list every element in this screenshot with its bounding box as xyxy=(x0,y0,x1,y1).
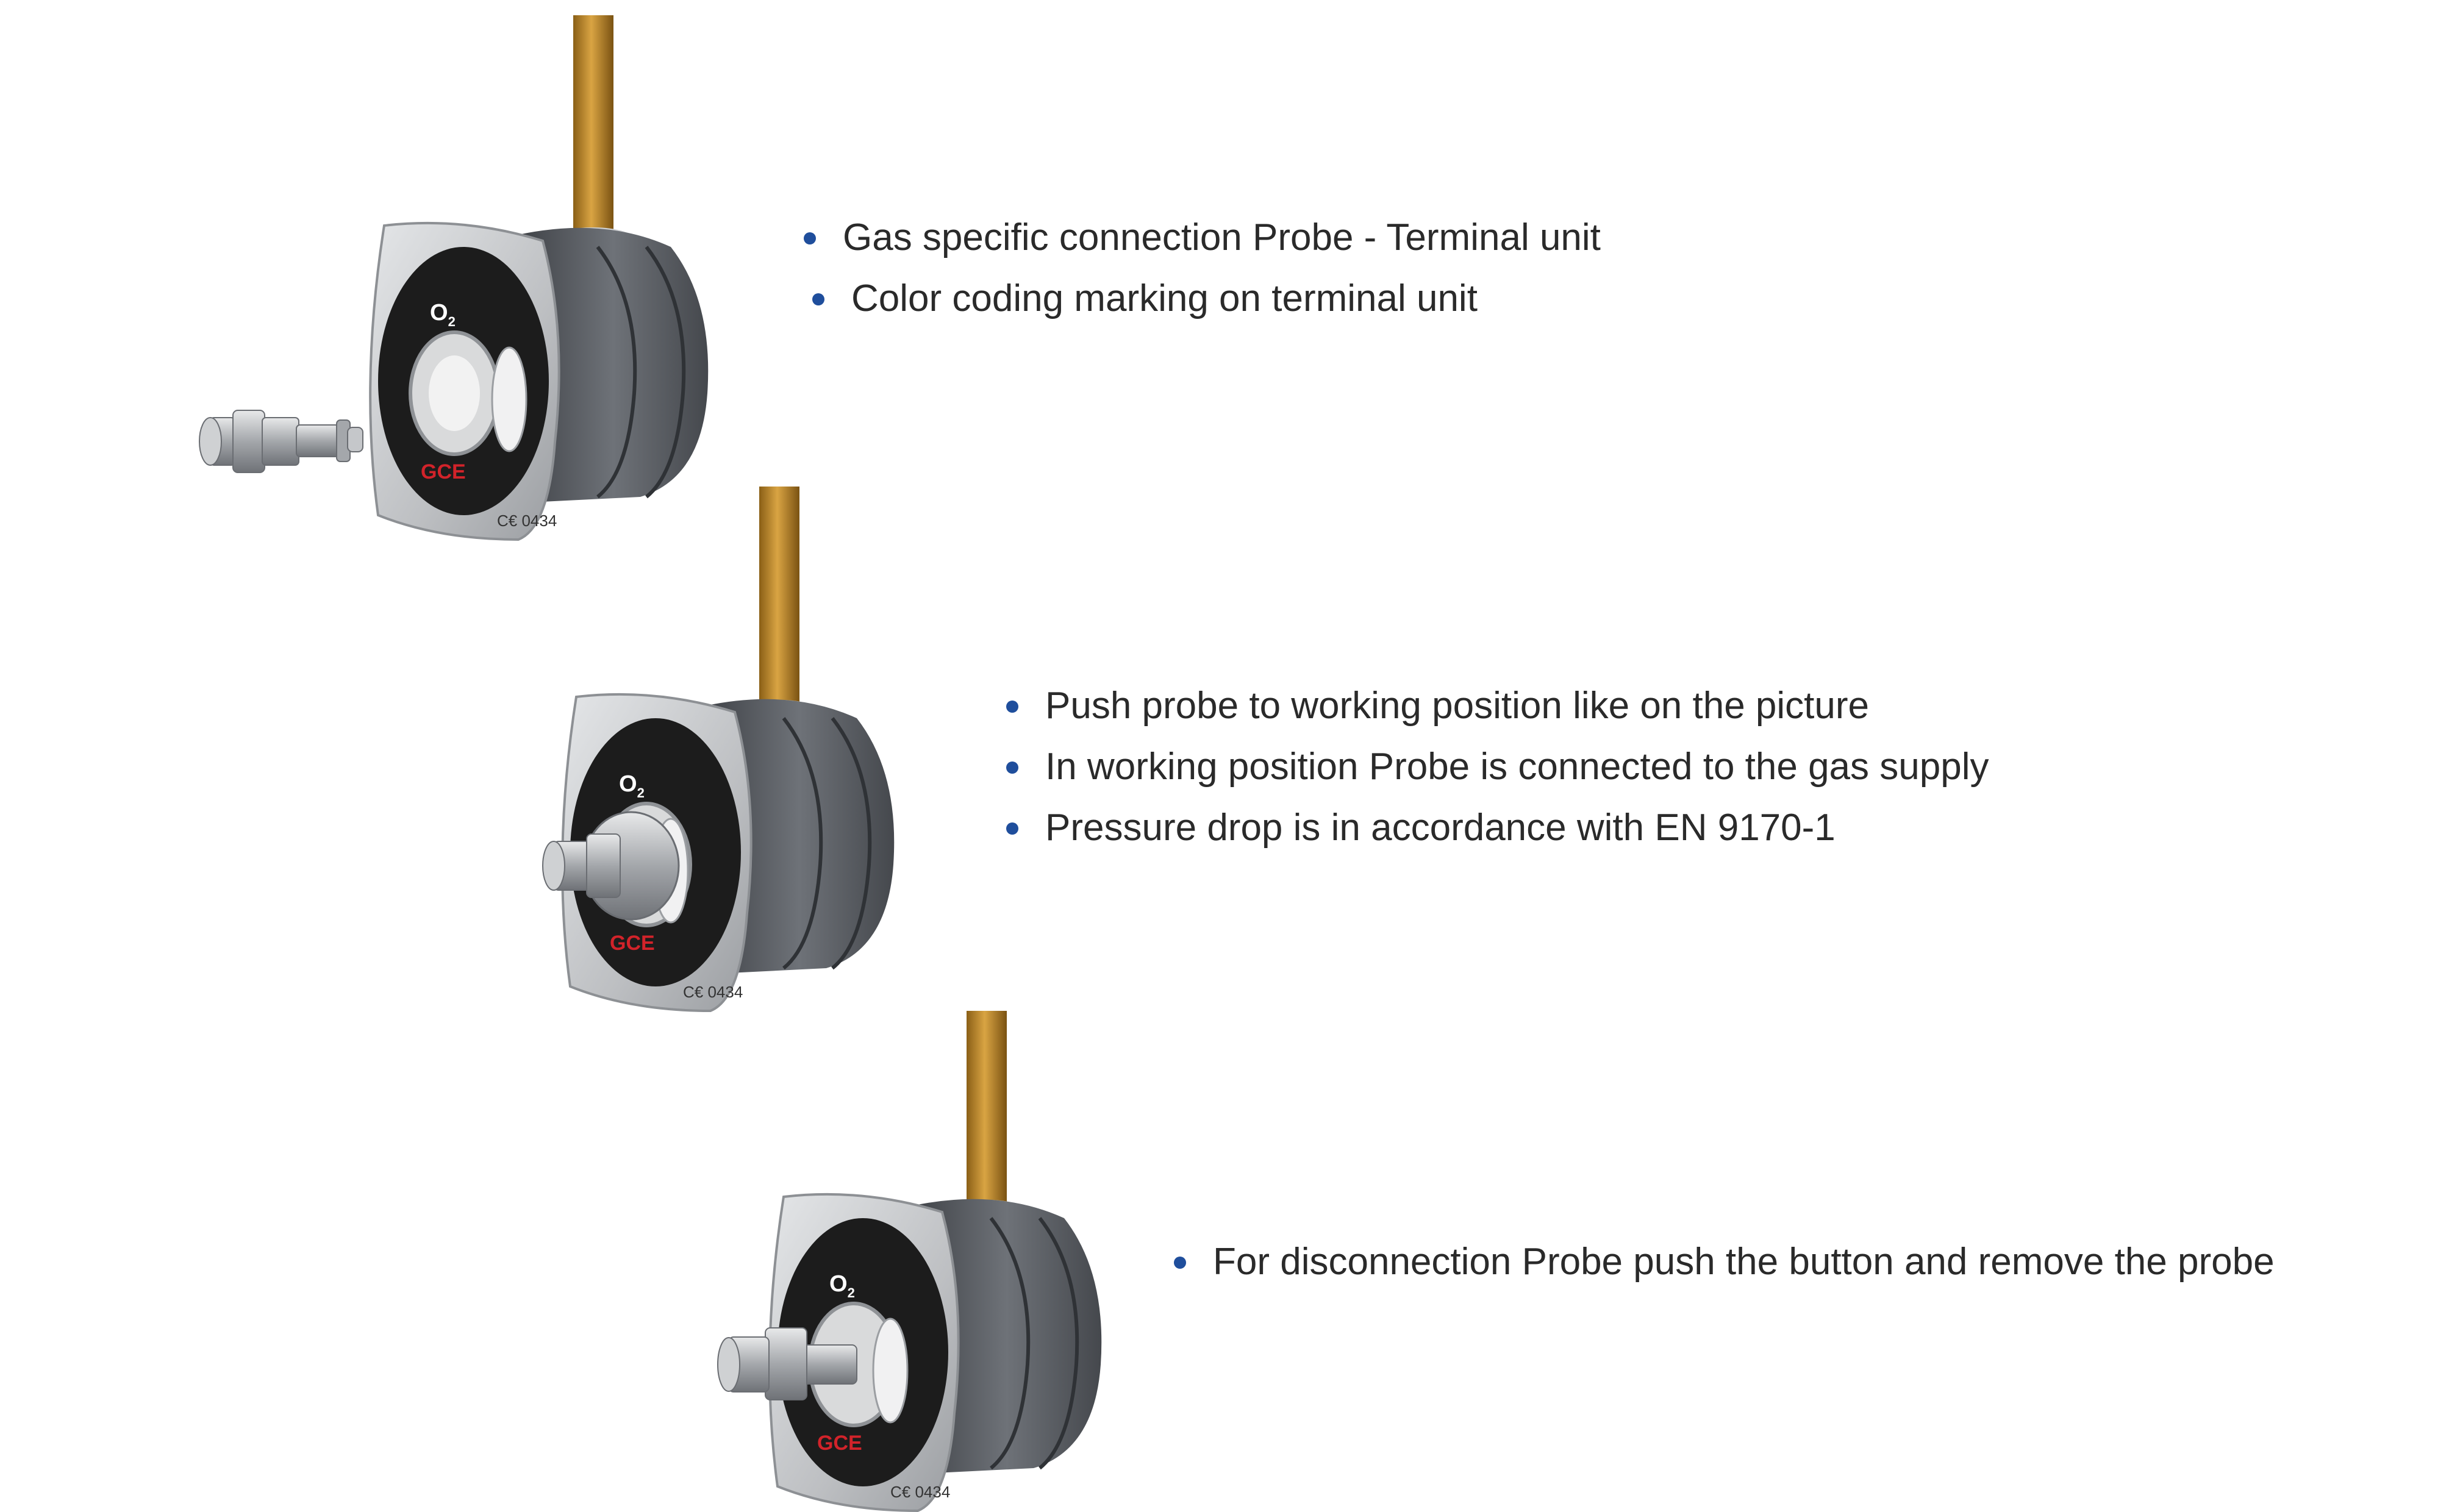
gas-symbol: O xyxy=(430,300,448,326)
probe-detached xyxy=(199,410,363,473)
terminal-unit-released-illustration: O2 GCE C€ 0434 xyxy=(717,1011,1102,1512)
copper-pipe xyxy=(967,1011,1007,1218)
gas-subscript: 2 xyxy=(448,314,456,329)
bullet-dot-icon xyxy=(1006,822,1018,835)
bullet-item: Color coding marking on terminal unit xyxy=(804,268,1601,329)
bullet-item: In working position Probe is connected t… xyxy=(1006,736,1989,797)
release-button xyxy=(491,346,527,452)
release-button xyxy=(872,1318,909,1424)
brand-logo: GCE xyxy=(610,932,655,955)
gas-subscript: 2 xyxy=(848,1285,855,1300)
copper-pipe xyxy=(759,487,799,718)
ce-mark: C€ 0434 xyxy=(497,512,557,530)
step-1-bullet-list: Gas specific connection Probe - Terminal… xyxy=(804,207,1601,329)
ce-mark: C€ 0434 xyxy=(890,1483,950,1501)
unit-body xyxy=(912,1199,1102,1474)
terminal-unit-inserted-illustration: O2 GCE C€ 0434 xyxy=(542,487,895,1013)
gas-label: O2 xyxy=(430,300,456,329)
unit-body xyxy=(704,699,895,974)
bullet-dot-icon xyxy=(1006,761,1018,774)
probe-inserted xyxy=(542,811,680,921)
brand-logo: GCE xyxy=(817,1432,862,1455)
gas-label: O2 xyxy=(829,1271,855,1300)
terminal-unit-image-2: O2 GCE C€ 0434 xyxy=(537,487,915,1013)
bullet-dot-icon xyxy=(812,293,824,305)
bullet-dot-icon xyxy=(804,232,816,244)
ce-mark: C€ 0434 xyxy=(683,983,743,1001)
copper-pipe xyxy=(573,15,613,247)
bullet-item: For disconnection Probe push the button … xyxy=(1174,1232,2275,1293)
gas-symbol: O xyxy=(619,771,637,797)
terminal-unit-image-3: O2 GCE C€ 0434 xyxy=(717,1011,1110,1512)
brand-logo: GCE xyxy=(421,460,466,483)
bullet-dot-icon xyxy=(1174,1257,1186,1269)
bullet-item: Gas specific connection Probe - Terminal… xyxy=(804,207,1601,268)
step-3-bullet-list: For disconnection Probe push the button … xyxy=(1174,1232,2275,1293)
gas-label: O2 xyxy=(619,771,645,801)
unit-body xyxy=(518,227,709,503)
gas-subscript: 2 xyxy=(637,785,645,801)
gas-symbol: O xyxy=(829,1271,848,1297)
probe-released xyxy=(717,1327,857,1400)
bullet-dot-icon xyxy=(1006,701,1018,713)
step-2-bullet-list: Push probe to working position like on t… xyxy=(1006,676,1989,858)
bullet-item: Pressure drop is in accordance with EN 9… xyxy=(1006,797,1989,858)
terminal-unit-image-1: O2 GCE C€ 0434 xyxy=(177,15,726,541)
bullet-item: Push probe to working position like on t… xyxy=(1006,676,1989,736)
terminal-unit-detached-illustration: O2 GCE C€ 0434 xyxy=(199,15,709,541)
